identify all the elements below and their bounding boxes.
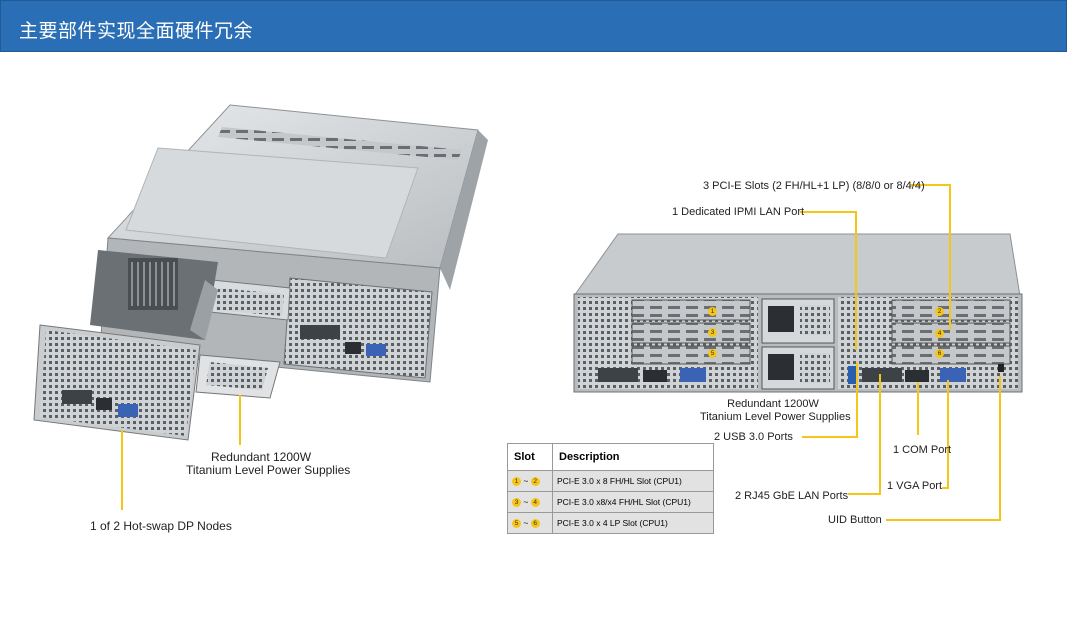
slot-table-header: Slot Description (507, 443, 714, 471)
slot-description: PCI-E 3.0 x 8 FH/HL Slot (CPU1) (552, 470, 714, 492)
slot-separator: ~ (523, 475, 529, 486)
left-psu-label-line1: Redundant 1200W (210, 450, 312, 464)
page-title: 主要部件实现全面硬件冗余 (19, 20, 254, 42)
slot-marker-4: 4 (935, 329, 944, 338)
table-row: 3 ~ 4 PCI-E 3.0 x8/x4 FH/HL Slot (CPU1) (507, 491, 714, 513)
right-psu-label-line1: Redundant 1200W (727, 398, 819, 410)
slot-marker-1: 1 (708, 307, 717, 316)
left-node-label: 1 of 2 Hot-swap DP Nodes (90, 519, 232, 533)
pcie-label: 3 PCI-E Slots (2 FH/HL+1 LP) (8/8/0 or 8… (703, 180, 925, 192)
slot-cell: 1 ~ 2 (507, 470, 553, 492)
uid-label: UID Button (828, 514, 882, 526)
slot-table: Slot Description 1 ~ 2 PCI-E 3.0 x 8 FH/… (507, 443, 714, 534)
slot-number-b: 2 (530, 477, 540, 487)
slot-marker-5: 5 (708, 349, 717, 358)
com-label: 1 COM Port (893, 444, 952, 456)
left-psu-label-line2: Titanium Level Power Supplies (186, 463, 351, 477)
table-row: 1 ~ 2 PCI-E 3.0 x 8 FH/HL Slot (CPU1) (507, 470, 714, 492)
slot-number-b: 4 (530, 498, 540, 508)
slot-description: PCI-E 3.0 x8/x4 FH/HL Slot (CPU1) (552, 491, 714, 513)
slot-cell: 3 ~ 4 (507, 491, 553, 513)
usb-label: 2 USB 3.0 Ports (714, 431, 793, 443)
slot-marker-6: 6 (935, 349, 944, 358)
header-bar: 主要部件实现全面硬件冗余 (0, 0, 1067, 52)
left-psu-label: Redundant 1200W Titanium Level Power Sup… (186, 450, 351, 477)
callout-lines (121, 184, 1001, 521)
rj45-label: 2 RJ45 GbE LAN Ports (735, 490, 849, 502)
ipmi-label: 1 Dedicated IPMI LAN Port (672, 206, 805, 218)
left-chassis-image (33, 104, 488, 441)
slot-separator: ~ (523, 517, 529, 528)
slot-description: PCI-E 3.0 x 4 LP Slot (CPU1) (552, 512, 714, 534)
table-row: 5 ~ 6 PCI-E 3.0 x 4 LP Slot (CPU1) (507, 512, 714, 534)
vga-label: 1 VGA Port (887, 480, 943, 492)
slot-marker-2: 2 (935, 307, 944, 316)
slot-cell: 5 ~ 6 (507, 512, 553, 534)
right-chassis-image (573, 233, 1023, 393)
slot-separator: ~ (523, 496, 529, 507)
slot-marker-3: 3 (708, 328, 717, 337)
slot-number-a: 3 (512, 498, 521, 508)
slot-column-header: Slot (507, 443, 553, 471)
right-psu-label-line2: Titanium Level Power Supplies (700, 411, 851, 423)
slot-number-b: 6 (530, 519, 540, 529)
description-column-header: Description (552, 443, 714, 471)
right-psu-label: Redundant 1200W Titanium Level Power Sup… (700, 398, 851, 424)
slot-number-a: 5 (512, 519, 521, 529)
slot-number-a: 1 (512, 477, 521, 487)
